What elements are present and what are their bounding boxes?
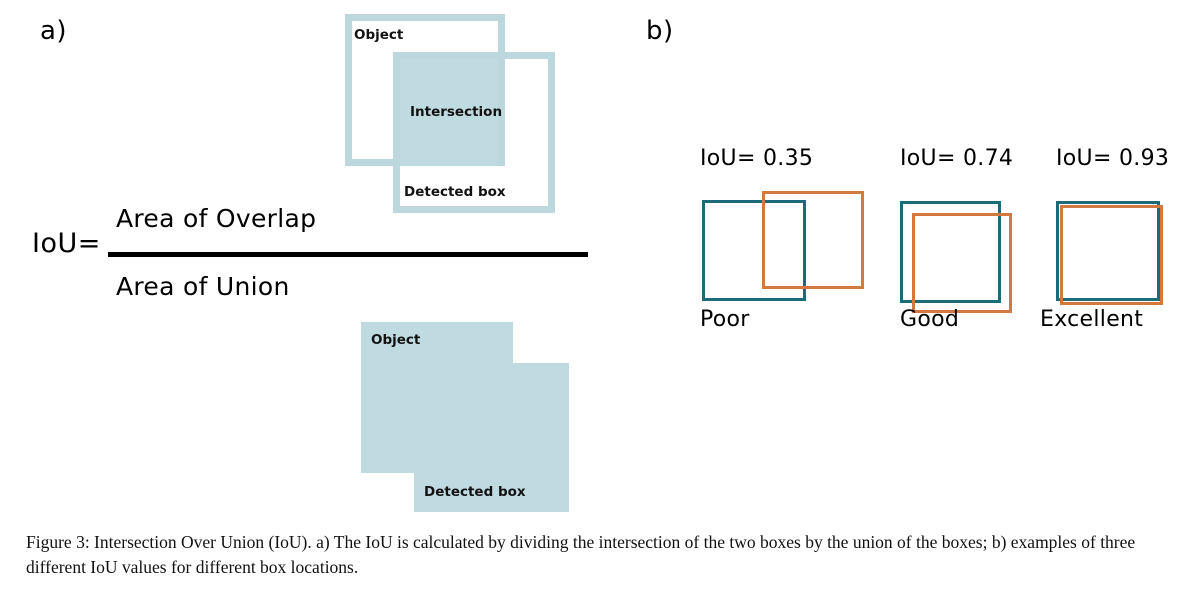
example-3-predicted-box [1060,205,1163,305]
panel-a-letter: a) [40,16,68,46]
object-box-label: Object [354,27,404,43]
iou-formula-lhs: IoU= [32,228,101,259]
example-1-predicted-box [762,191,864,289]
union-polygon-icon [361,322,569,512]
union-detected-label: Detected box [424,484,526,500]
detected-bounding-box [393,52,555,213]
example-2-ground-truth-box [900,201,1001,303]
union-region [361,322,569,512]
formula-numerator: Area of Overlap [116,204,317,233]
formula-fraction-bar [108,252,588,257]
intersection-region [400,59,498,166]
example-2-predicted-box [912,213,1012,313]
formula-denominator: Area of Union [116,272,290,301]
union-object-label: Object [371,332,421,348]
intersection-label: Intersection [410,104,503,120]
figure-caption: Figure 3: Intersection Over Union (IoU).… [26,532,1136,577]
example-3-ground-truth-box [1056,201,1160,301]
quality-label-2: Good [900,307,960,332]
detected-box-label: Detected box [404,184,506,200]
quality-label-1: Poor [700,307,750,332]
panel-b-letter: b) [646,16,674,46]
iou-value-1: IoU= 0.35 [700,146,814,171]
iou-value-2: IoU= 0.74 [900,146,1014,171]
example-1-ground-truth-box [702,200,806,301]
iou-value-3: IoU= 0.93 [1056,146,1170,171]
quality-label-3: Excellent [1040,307,1144,332]
